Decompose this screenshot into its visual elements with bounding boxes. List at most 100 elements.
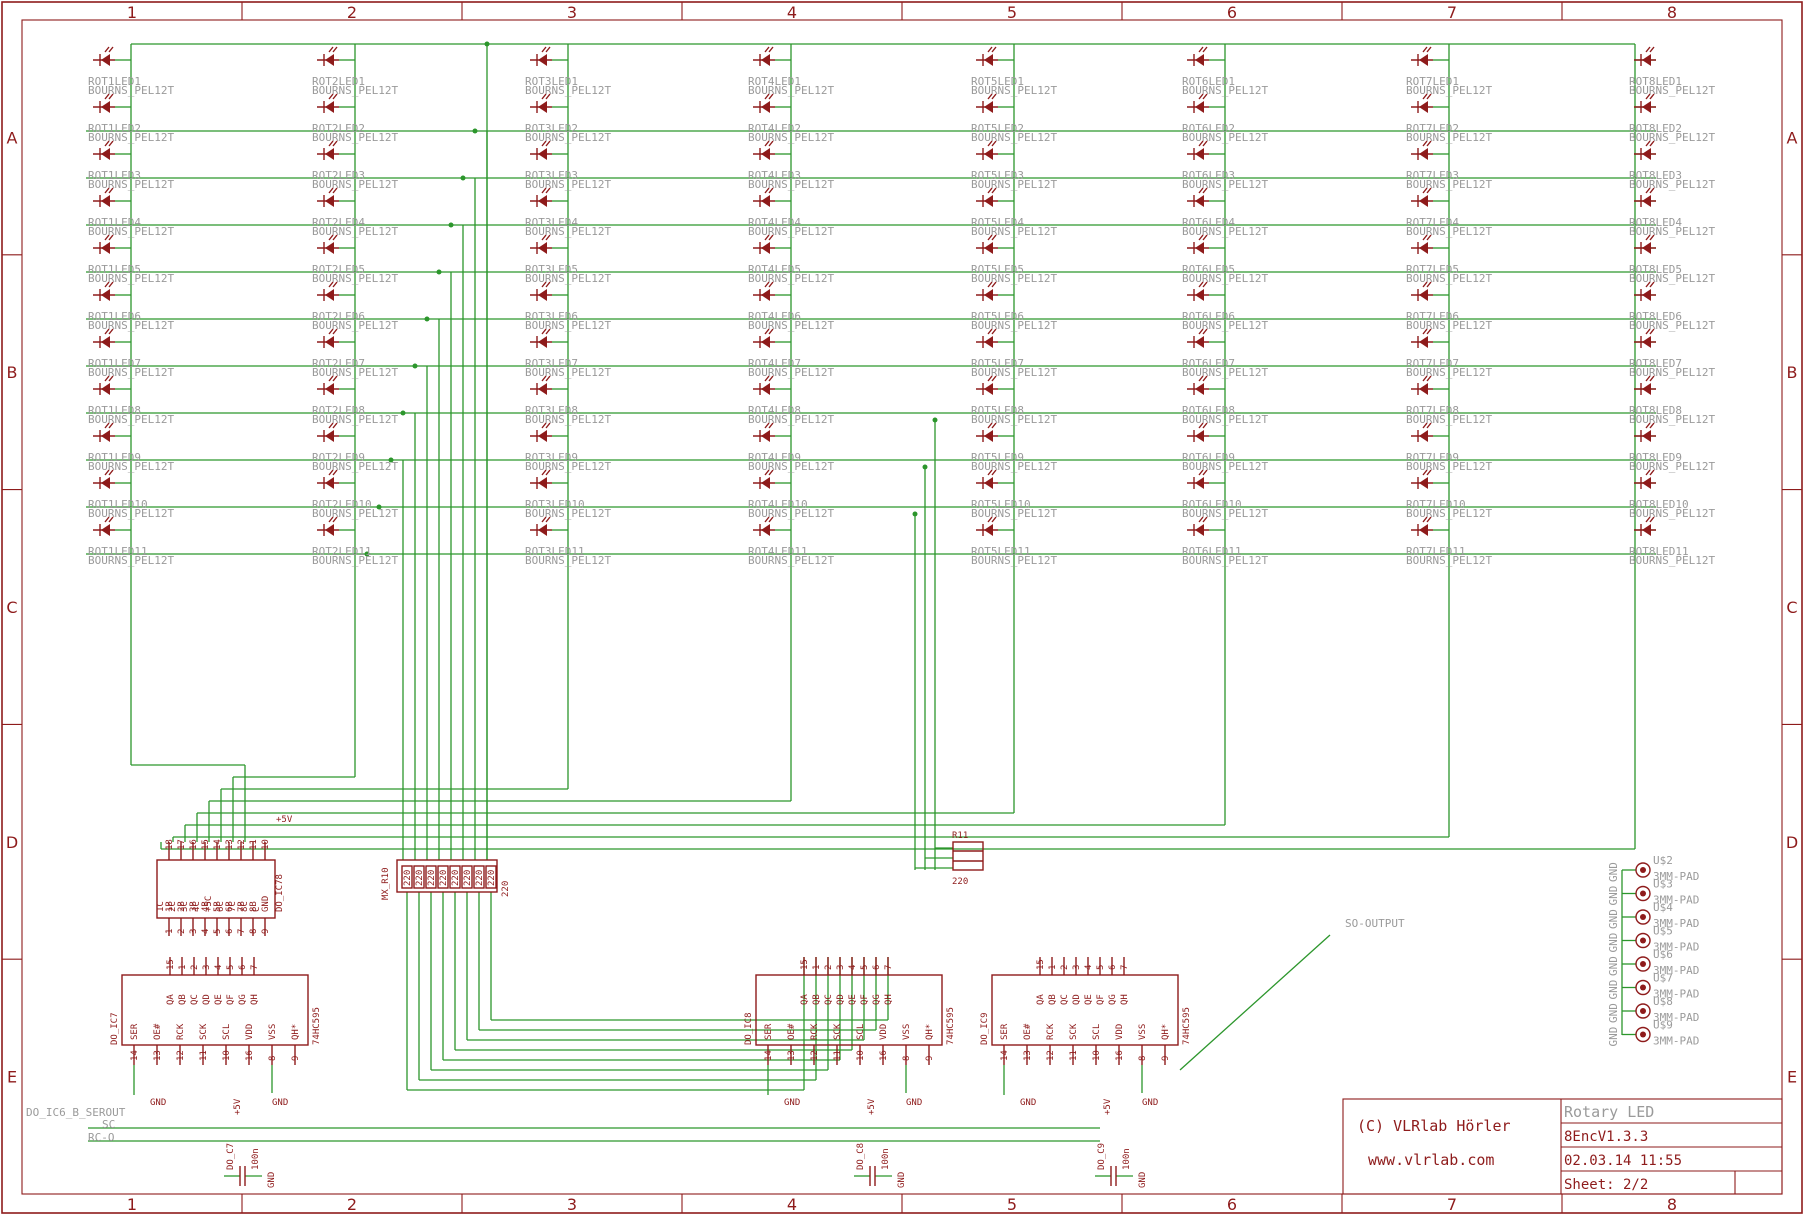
led-value: BOURNS_PEL12T — [312, 225, 398, 238]
led-value: BOURNS_PEL12T — [88, 460, 174, 473]
driver-pin-label: 2C — [168, 901, 178, 912]
pad-name: U$5 — [1653, 925, 1673, 938]
vcc-ic78: +5V — [276, 815, 293, 825]
led-symbol — [1411, 93, 1433, 113]
led-name: ROT6LED1 — [1182, 75, 1235, 88]
pin-label: SER — [130, 1023, 140, 1040]
led-name: ROT4LED9 — [748, 451, 801, 464]
led-name: ROT3LED1 — [525, 75, 578, 88]
led-value: BOURNS_PEL12T — [1629, 460, 1715, 473]
pad-value: 3MM-PAD — [1653, 1035, 1699, 1048]
pin-label: QH* — [1161, 1024, 1171, 1040]
led-value: BOURNS_PEL12T — [1406, 84, 1492, 97]
driver-pin-label: 8B — [249, 901, 259, 912]
zone-row-left: C — [6, 598, 17, 617]
led-symbol — [93, 516, 115, 536]
led-name: ROT8LED6 — [1629, 310, 1682, 323]
pin-num: 7 — [250, 965, 260, 970]
zone-row-left: B — [7, 363, 18, 382]
led-symbol — [93, 281, 115, 301]
led-name: ROT2LED11 — [312, 545, 372, 558]
zone-col-top: 1 — [127, 3, 137, 22]
driver-pin-label: 6B — [225, 901, 235, 912]
led-name: ROT4LED10 — [748, 498, 808, 511]
led-symbol — [317, 375, 339, 395]
led-value: BOURNS_PEL12T — [971, 272, 1057, 285]
led-name: ROT8LED5 — [1629, 263, 1682, 276]
pin-label: QC — [190, 994, 200, 1005]
led-value: BOURNS_PEL12T — [312, 507, 398, 520]
pin-num: 10 — [222, 1050, 232, 1061]
pin-label: SCK — [833, 1023, 843, 1040]
driver-pin-label: 4B — [201, 901, 211, 912]
pad-gnd: GND — [1607, 862, 1620, 882]
pin-label: OE# — [1023, 1023, 1033, 1040]
led-value: BOURNS_PEL12T — [1182, 178, 1268, 191]
driver-pin-num: 13 — [225, 839, 235, 850]
led-name: ROT8LED2 — [1629, 122, 1682, 135]
led-name: ROT3LED7 — [525, 357, 578, 370]
pin-num: 10 — [1092, 1050, 1102, 1061]
led-value: BOURNS_PEL12T — [1406, 225, 1492, 238]
led-symbol — [530, 375, 552, 395]
led-name: ROT1LED3 — [88, 169, 141, 182]
pin-num: 16 — [1115, 1050, 1125, 1061]
zone-row-left: A — [7, 128, 18, 147]
led-value: BOURNS_PEL12T — [88, 272, 174, 285]
led-symbol — [1411, 140, 1433, 160]
led-value: BOURNS_PEL12T — [525, 225, 611, 238]
mounting-pads: U$23MM-PADGNDU$33MM-PADGNDU$43MM-PADGNDU… — [1607, 854, 1699, 1048]
r-cell-value: 220 — [403, 870, 413, 886]
led-symbol — [976, 187, 998, 207]
led-value: BOURNS_PEL12T — [525, 178, 611, 191]
tb-title: Rotary LED — [1564, 1103, 1654, 1121]
led-name: ROT3LED2 — [525, 122, 578, 135]
led-name: ROT6LED3 — [1182, 169, 1235, 182]
led-symbol — [1187, 187, 1209, 207]
pin-num: 16 — [245, 1050, 255, 1061]
gnd-label: GND — [1020, 1098, 1036, 1108]
pin-num: 12 — [1046, 1050, 1056, 1061]
led-name: ROT7LED5 — [1406, 263, 1459, 276]
led-name: ROT6LED10 — [1182, 498, 1242, 511]
led-value: BOURNS_PEL12T — [1406, 460, 1492, 473]
vcc-label: +5V — [233, 1098, 243, 1115]
led-name: ROT1LED9 — [88, 451, 141, 464]
pin-label: QA — [800, 994, 810, 1005]
led-value: BOURNS_PEL12T — [1629, 413, 1715, 426]
led-value: BOURNS_PEL12T — [748, 507, 834, 520]
cap-gnd: GND — [897, 1172, 907, 1188]
zone-col-bottom: 1 — [127, 1195, 137, 1214]
led-name: ROT4LED5 — [748, 263, 801, 276]
pin-label: QB — [1048, 994, 1058, 1005]
tb-url: www.vlrlab.com — [1368, 1151, 1494, 1169]
driver-pin-num: 3 — [189, 929, 199, 934]
driver-pin-num: 5 — [213, 929, 223, 934]
led-value: BOURNS_PEL12T — [88, 366, 174, 379]
pin-num: 5 — [1096, 965, 1106, 970]
c9-value: 100n — [1122, 1148, 1132, 1170]
led-symbol — [93, 46, 115, 66]
pin-num: 1 — [178, 965, 188, 970]
led-name: ROT7LED7 — [1406, 357, 1459, 370]
led-symbol — [976, 328, 998, 348]
led-symbol — [530, 234, 552, 254]
led-name: ROT8LED9 — [1629, 451, 1682, 464]
led-value: BOURNS_PEL12T — [88, 413, 174, 426]
zone-row-right: D — [1786, 833, 1798, 852]
net-rco: RC-O — [88, 1131, 115, 1144]
pin-num: 6 — [872, 965, 882, 970]
led-name: ROT2LED5 — [312, 263, 365, 276]
led-value: BOURNS_PEL12T — [971, 507, 1057, 520]
led-value: BOURNS_PEL12T — [88, 131, 174, 144]
zone-row-right: B — [1787, 363, 1798, 382]
zone-col-bottom: 6 — [1227, 1195, 1237, 1214]
led-name: ROT5LED5 — [971, 263, 1024, 276]
pin-label: QH — [1120, 994, 1130, 1005]
